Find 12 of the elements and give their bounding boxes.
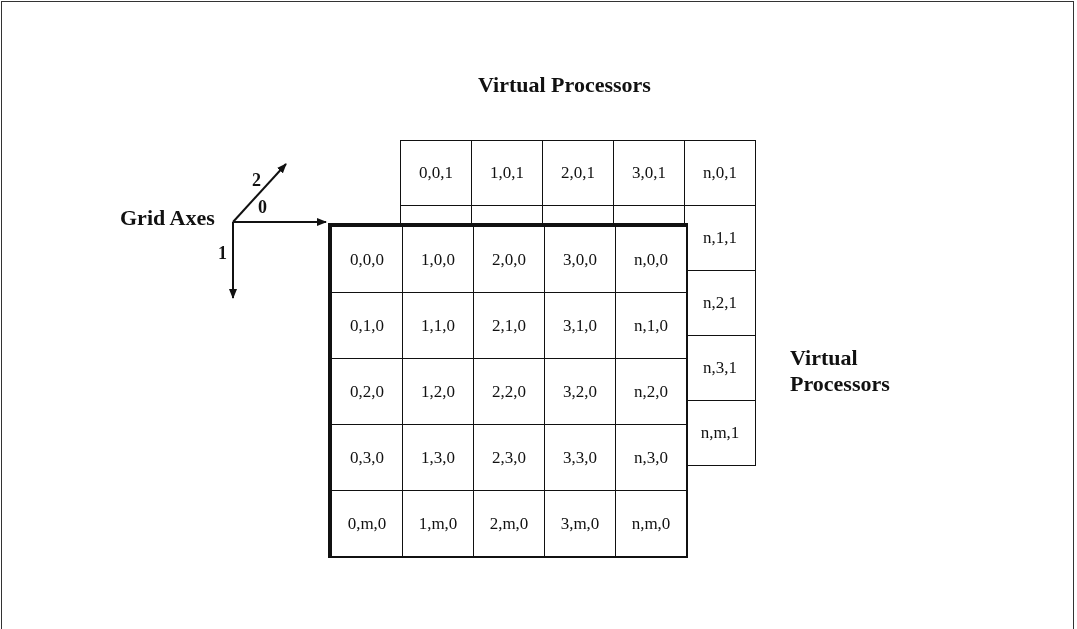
- processor-cell: n,m,0: [615, 490, 687, 557]
- heading: Virtual Processors: [478, 72, 651, 98]
- axes-label: Grid Axes: [120, 205, 215, 231]
- processor-cell: 0,0,0: [331, 226, 403, 293]
- processor-cell: n,0,0: [615, 226, 687, 293]
- axis-label: 1: [218, 243, 227, 264]
- axis-label: 2: [252, 170, 261, 191]
- axis-label: 0: [258, 197, 267, 218]
- processor-cell: 0,0,1: [400, 140, 472, 206]
- processor-cell: n,0,1: [684, 140, 756, 206]
- side-label: Virtual Processors: [790, 345, 891, 397]
- processor-cell: 0,m,0: [331, 490, 403, 557]
